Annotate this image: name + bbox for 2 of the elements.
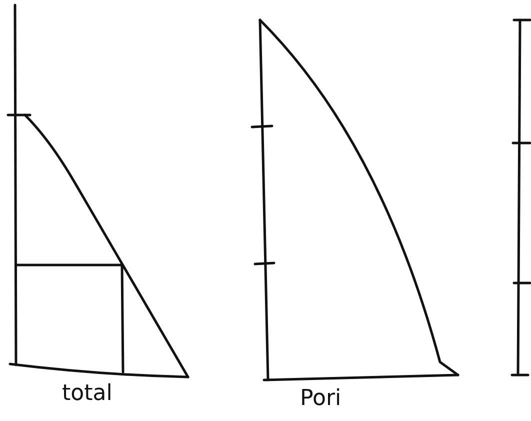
axis-label: Pori — [300, 388, 342, 410]
axis-label: total — [62, 383, 112, 405]
